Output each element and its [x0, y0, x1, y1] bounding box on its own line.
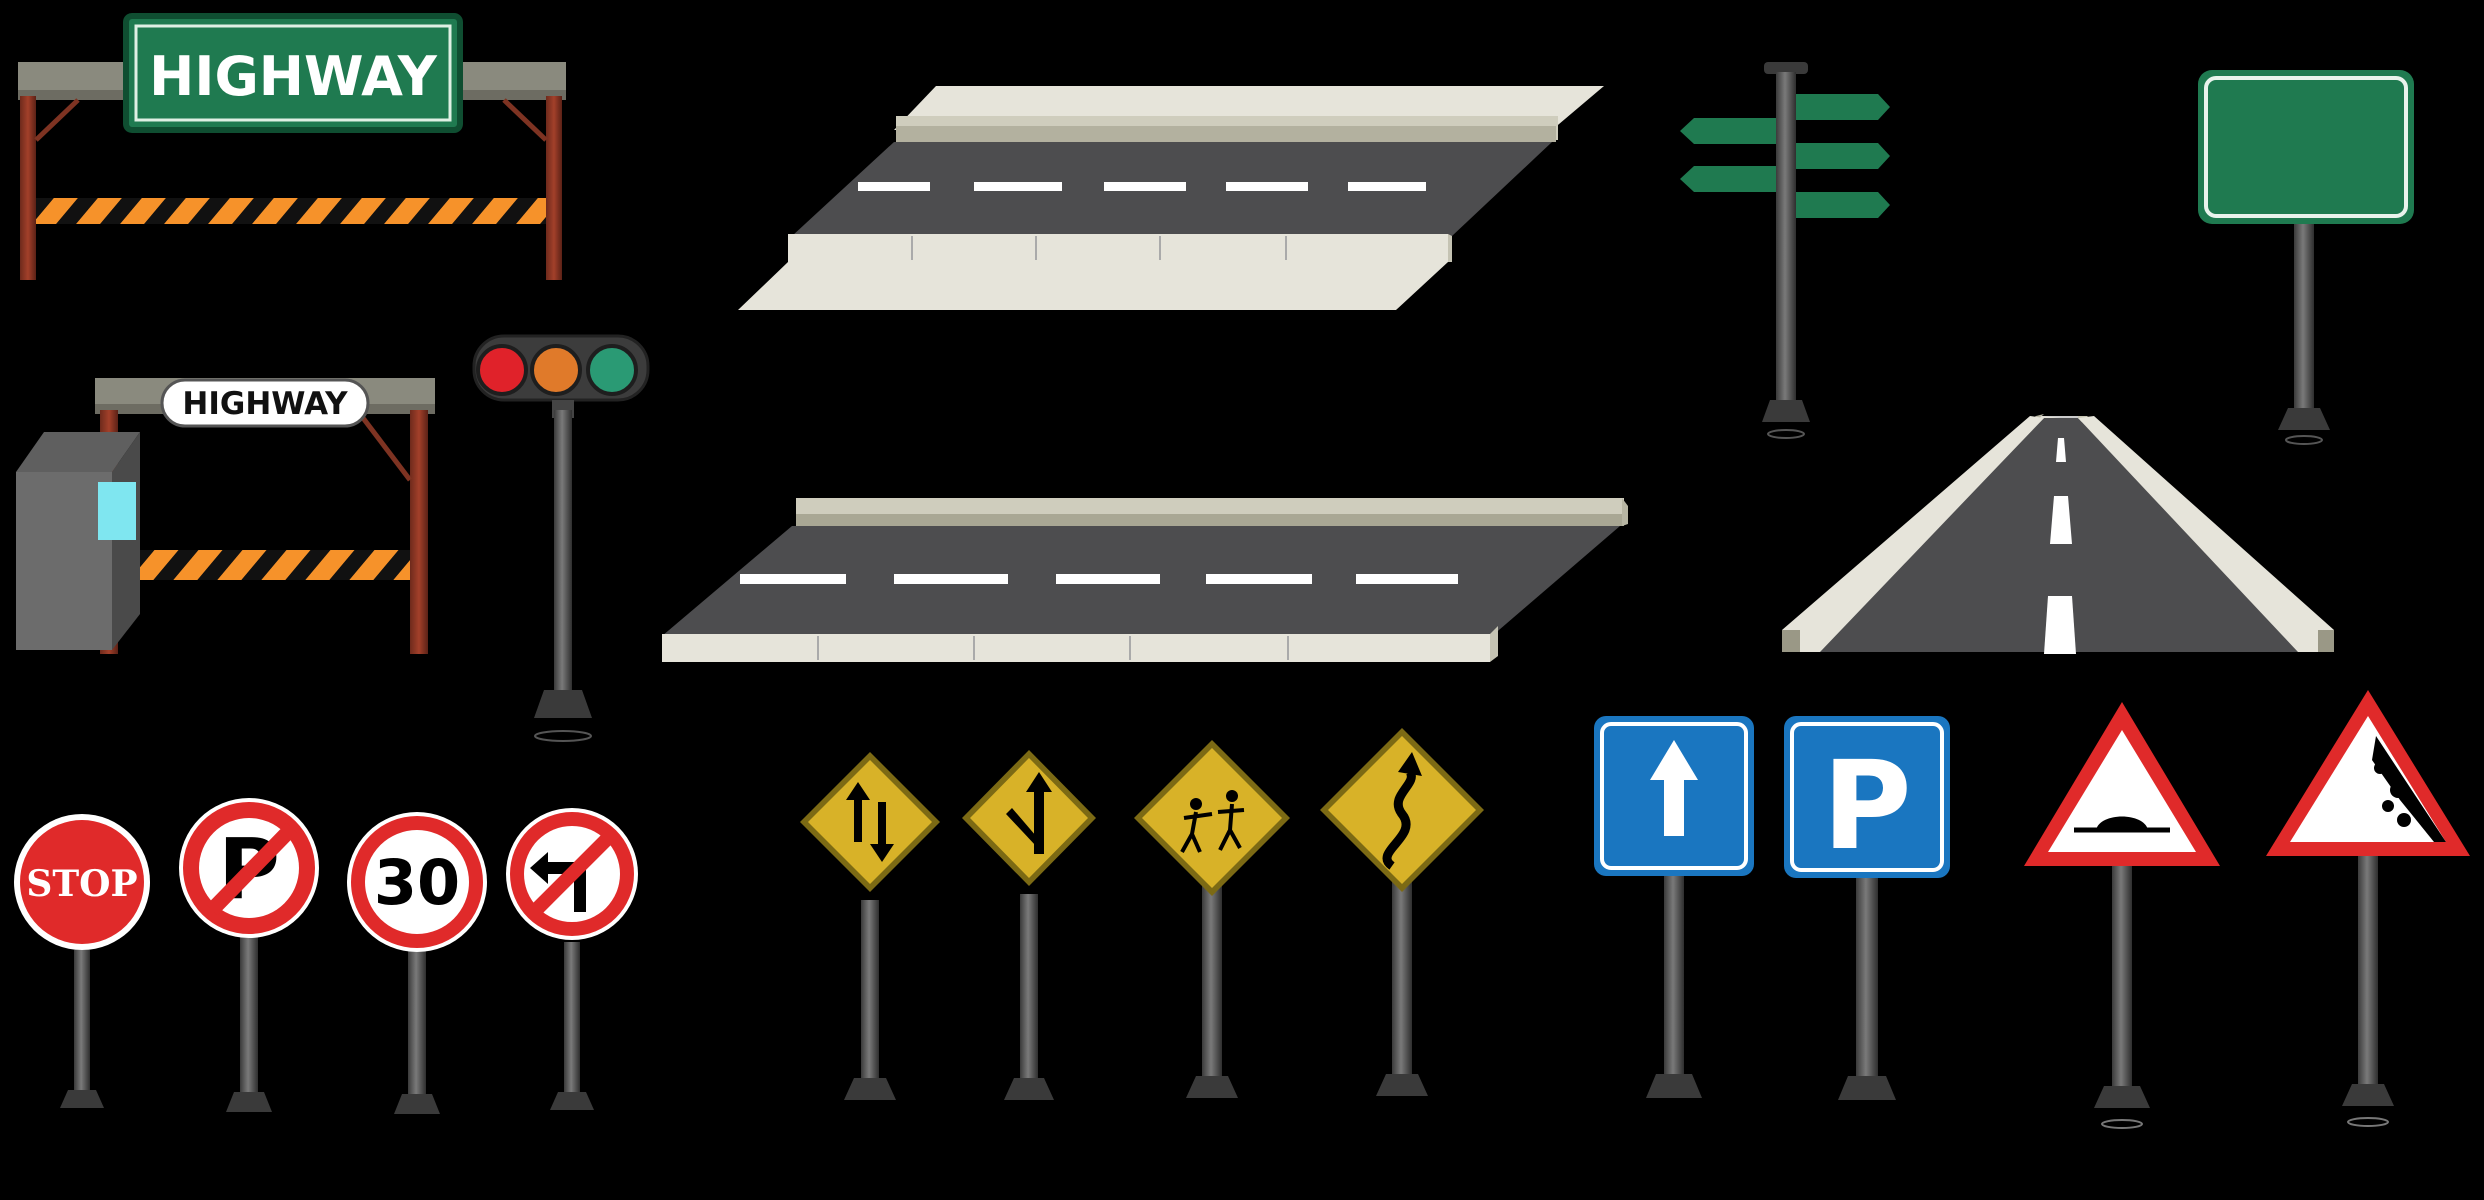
- merge-sign-icon: [962, 750, 1096, 1100]
- speed-bump-sign-icon: [2024, 702, 2220, 1129]
- signpost-arrow-left-2: [1680, 166, 1776, 192]
- highway-sign-board: [123, 13, 463, 133]
- speed-limit-sign-icon: 30: [347, 812, 487, 1114]
- parking-letter: P: [1822, 735, 1911, 877]
- road-segment-curb-both-icon: [738, 86, 1604, 310]
- signpost-arrow-right-1: [1796, 94, 1890, 120]
- toll-booth-window: [98, 482, 136, 540]
- direction-signpost-icon: [1680, 62, 1890, 439]
- signpost-pole: [1776, 72, 1796, 402]
- green-sign-board: [2198, 70, 2414, 224]
- hazard-stripe-bar: [36, 198, 546, 224]
- parking-board: [1784, 716, 1950, 878]
- falling-rocks-sign-icon: [2266, 690, 2470, 1127]
- gate-left-post: [20, 96, 36, 280]
- red-light: [476, 344, 528, 396]
- perspective-right-curb: [2078, 416, 2334, 652]
- no-left-turn-sign-icon: [506, 808, 638, 1110]
- near-curb-2: [662, 634, 1490, 662]
- traffic-light-pole: [554, 410, 572, 690]
- parking-sign-icon: P: [1784, 716, 1950, 1100]
- blank-green-sign-icon: [2198, 70, 2414, 445]
- signpost-arrow-right-2: [1796, 143, 1890, 169]
- toll-gate-icon: HIGHWAY: [16, 378, 435, 654]
- near-sidewalk: [738, 262, 1448, 310]
- near-curb: [788, 234, 1448, 262]
- highway-sign-text: HIGHWAY: [149, 45, 438, 108]
- highway-gate-icon: HIGHWAY: [18, 13, 566, 280]
- signpost-arrow-left-1: [1680, 118, 1776, 144]
- one-way-sign-icon: [1594, 716, 1754, 1098]
- toll-right-post: [410, 410, 428, 654]
- signpost-arrow-right-3: [1796, 192, 1890, 218]
- toll-sign-board: [160, 378, 370, 428]
- toll-booth: [16, 472, 112, 650]
- toll-sign-text: HIGHWAY: [182, 386, 348, 422]
- gate-right-post: [546, 96, 562, 280]
- stop-sign-text: STOP: [26, 863, 137, 905]
- two-way-traffic-sign-icon: [800, 752, 940, 1100]
- stop-sign-icon: STOP: [14, 814, 150, 1108]
- school-crossing-sign-icon: [1134, 740, 1290, 1098]
- road-perspective-icon: [1782, 414, 2334, 654]
- green-sign-pole: [2294, 224, 2314, 412]
- no-parking-sign-icon: P: [179, 798, 319, 1112]
- winding-road-sign-icon: [1320, 728, 1484, 1096]
- amber-light: [530, 344, 582, 396]
- traffic-light-icon: [472, 334, 650, 742]
- toll-hazard-bar: [118, 550, 410, 580]
- perspective-left-curb: [1782, 416, 2044, 652]
- green-light: [586, 344, 638, 396]
- speed-limit-text: 30: [374, 846, 460, 919]
- road-segment-curb-one-icon: [662, 498, 1628, 662]
